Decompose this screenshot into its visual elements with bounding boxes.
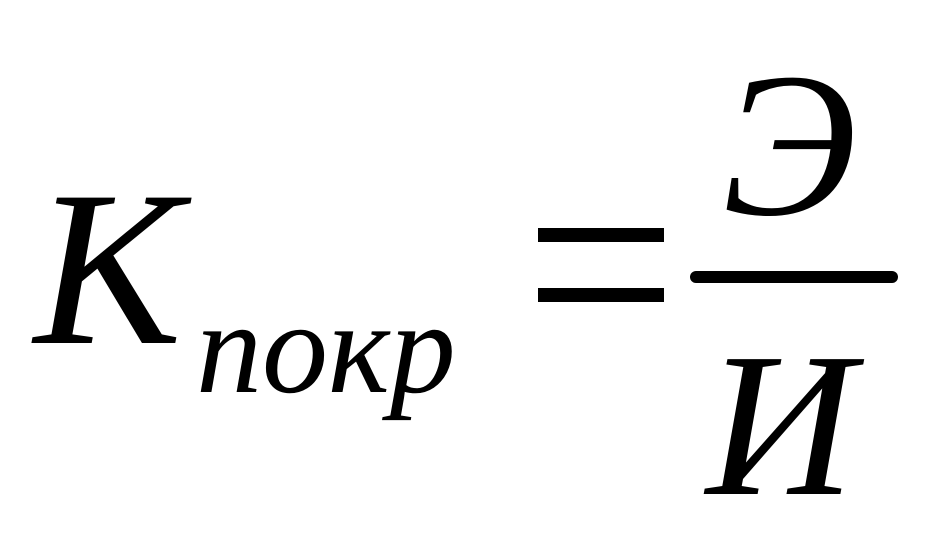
fraction-numerator: Э [722, 30, 857, 259]
equals-sign [538, 228, 664, 302]
formula-subscript: покр [196, 274, 456, 421]
fraction-line [690, 271, 898, 283]
equals-bar-top [538, 228, 664, 242]
fraction-denominator: И [706, 310, 855, 539]
formula-variable: K [34, 146, 183, 392]
equals-bar-bottom [538, 288, 664, 302]
